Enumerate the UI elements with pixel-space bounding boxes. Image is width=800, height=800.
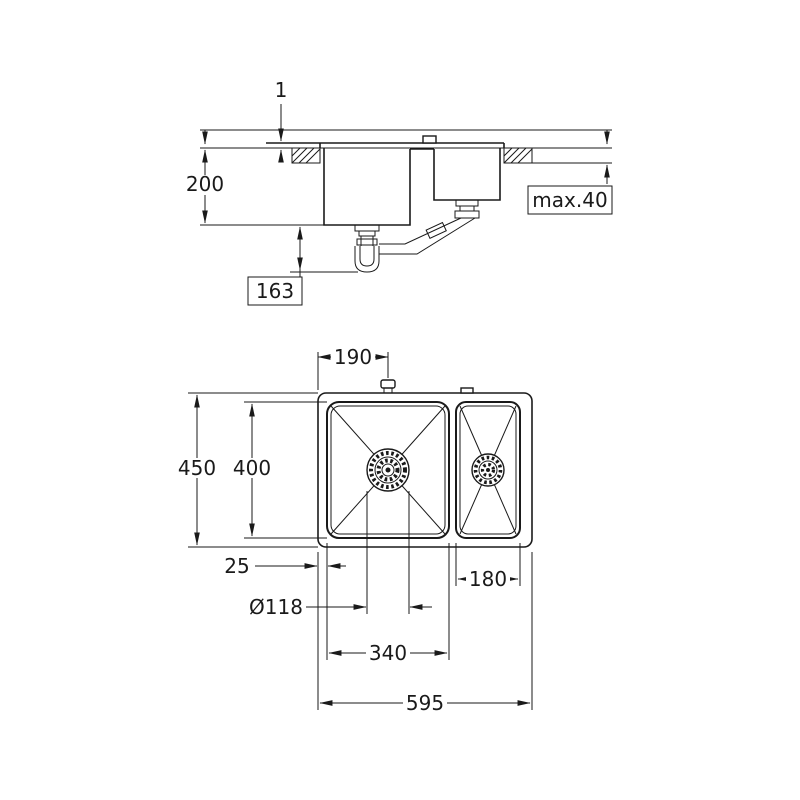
dim-drain-offset: 190 xyxy=(317,345,389,390)
dim-drain-diameter: Ø118 xyxy=(249,491,432,619)
drain-assembly xyxy=(354,199,480,273)
dim-counter-thickness-label: max.40 xyxy=(532,188,607,212)
countertop-section-right xyxy=(503,147,612,164)
dim-large-bowl-width: 340 xyxy=(328,543,450,665)
dim-bowl-depth-label: 200 xyxy=(186,172,224,196)
dim-bowl-depth: 200 xyxy=(184,149,226,224)
small-bowl-drain-side xyxy=(379,199,480,255)
plan-view: 190 450 400 25 180 xyxy=(175,345,533,715)
dim-overall-depth: 450 xyxy=(175,392,318,548)
dim-edge-margin-label: 25 xyxy=(224,554,249,578)
dim-drain-clearance: 163 xyxy=(247,226,303,306)
dim-drain-offset-label: 190 xyxy=(334,345,372,369)
dim-overall-width-label: 595 xyxy=(406,691,444,715)
small-bowl xyxy=(455,401,521,539)
waste-control-knob-side xyxy=(422,135,437,144)
dim-edge-margin: 25 xyxy=(224,543,346,710)
dim-small-bowl-width: 180 xyxy=(455,543,521,591)
trap-u-bend xyxy=(354,246,380,273)
dim-drain-diameter-label: Ø118 xyxy=(249,595,303,619)
dim-drain-clearance-label: 163 xyxy=(256,279,294,303)
waste-control-knob-plan xyxy=(380,379,396,394)
large-drain xyxy=(366,448,410,492)
reference-lines xyxy=(200,129,612,273)
dim-large-bowl-width-label: 340 xyxy=(369,641,407,665)
large-bowl xyxy=(326,401,450,539)
plan-outline xyxy=(317,392,533,548)
dim-bowl-inner-depth-label: 400 xyxy=(233,456,271,480)
dim-rim-height: 1 xyxy=(275,78,288,163)
dim-bowl-inner-depth: 400 xyxy=(230,401,327,539)
side-section-view: 1 200 max.40 163 xyxy=(184,78,613,306)
dim-overall-depth-label: 450 xyxy=(178,456,216,480)
sink-cross-section xyxy=(266,135,505,226)
dim-rim-height-label: 1 xyxy=(275,78,288,102)
dim-small-bowl-width-label: 180 xyxy=(469,567,507,591)
small-drain xyxy=(471,453,505,487)
countertop-section-left xyxy=(291,147,321,164)
overflow-slot xyxy=(460,387,474,394)
dim-overall-width: 595 xyxy=(319,552,533,715)
large-bowl-drain-side xyxy=(354,224,380,246)
dim-counter-thickness: max.40 xyxy=(527,164,613,215)
